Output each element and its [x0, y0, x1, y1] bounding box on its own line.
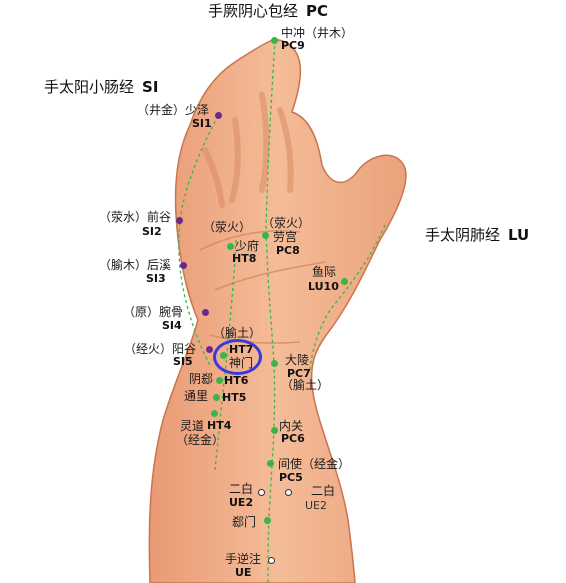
pc8-tag: （荥火）: [262, 216, 311, 230]
ht7-highlight-ring: [213, 339, 262, 375]
ht7-tag: （腧土）: [213, 326, 262, 340]
si3-label: （腧木）后溪: [99, 258, 172, 272]
si4-point: [202, 309, 209, 316]
ht6-code: HT6: [224, 374, 249, 387]
pc7-label: 大陵: [285, 353, 310, 367]
pc7-code: PC7: [287, 367, 311, 380]
pc9-point: [271, 37, 278, 44]
ht5-label: 通里: [184, 389, 209, 403]
si2-label: （荥水）前谷: [99, 210, 172, 224]
pc7-point: [271, 360, 278, 367]
si4-label: （原）腕骨: [123, 305, 184, 319]
ht4-code: HT4: [207, 419, 232, 432]
ximen-label: 郄门: [232, 515, 257, 529]
si5-label: （经火）阳谷: [124, 342, 197, 356]
lu10-code: LU10: [308, 280, 339, 293]
pc6-code: PC6: [281, 432, 305, 445]
si2-point: [176, 217, 183, 224]
pc6-point: [271, 427, 278, 434]
ue-point: [268, 557, 275, 564]
ue2-right-code: UE2: [305, 499, 327, 512]
ue2-right-label: 二白: [311, 484, 336, 498]
pc9-code: PC9: [281, 39, 305, 52]
si5-point: [206, 346, 213, 353]
pc6-label: 内关: [279, 419, 304, 433]
ht5-code: HT5: [222, 391, 247, 404]
ht8-label: 少府: [235, 239, 260, 253]
ximen-point: [264, 517, 271, 524]
ht8-tag: （荥火）: [203, 220, 252, 234]
si1-code: SI1: [192, 117, 212, 130]
ue-code: UE: [235, 566, 252, 579]
pc5-point: [267, 460, 274, 467]
lu-meridian-line: [309, 224, 386, 371]
si2-code: SI2: [142, 225, 162, 238]
pc-meridian-line: [265, 39, 276, 583]
ht6-label: 阴郄: [189, 372, 214, 386]
si5-code: SI5: [173, 355, 193, 368]
pc5-label: 间使（经金）: [278, 457, 351, 471]
si1-point: [215, 112, 222, 119]
ht4-label: 灵道: [180, 419, 205, 433]
si3-point: [180, 262, 187, 269]
pc5-code: PC5: [279, 471, 303, 484]
lu10-point: [341, 278, 348, 285]
si1-label: （井金）少泽: [137, 103, 210, 117]
pc7-tag: （腧土）: [281, 378, 330, 392]
ue-label: 手逆注: [225, 552, 262, 566]
finger-shading: [202, 92, 294, 208]
pc8-code: PC8: [276, 244, 300, 257]
si3-code: SI3: [146, 272, 166, 285]
ht8-point: [227, 243, 234, 250]
pc8-label: 劳宫: [273, 230, 298, 244]
hand-silhouette: [148, 39, 407, 583]
si4-code: SI4: [162, 319, 182, 332]
ue2-left-label: 二白: [229, 482, 254, 496]
ue2-left-point: [258, 489, 265, 496]
ht4-point: [211, 410, 218, 417]
pc8-point: [262, 232, 269, 239]
ht5-point: [213, 394, 220, 401]
ue2-left-code: UE2: [229, 496, 254, 509]
ue2-right-point: [285, 489, 292, 496]
lu10-label: 鱼际: [312, 265, 337, 279]
pc9-label: 中冲（井木）: [281, 26, 354, 40]
ht6-point: [216, 377, 223, 384]
ht8-code: HT8: [232, 252, 257, 265]
ht4-tag: （经金）: [176, 433, 225, 447]
